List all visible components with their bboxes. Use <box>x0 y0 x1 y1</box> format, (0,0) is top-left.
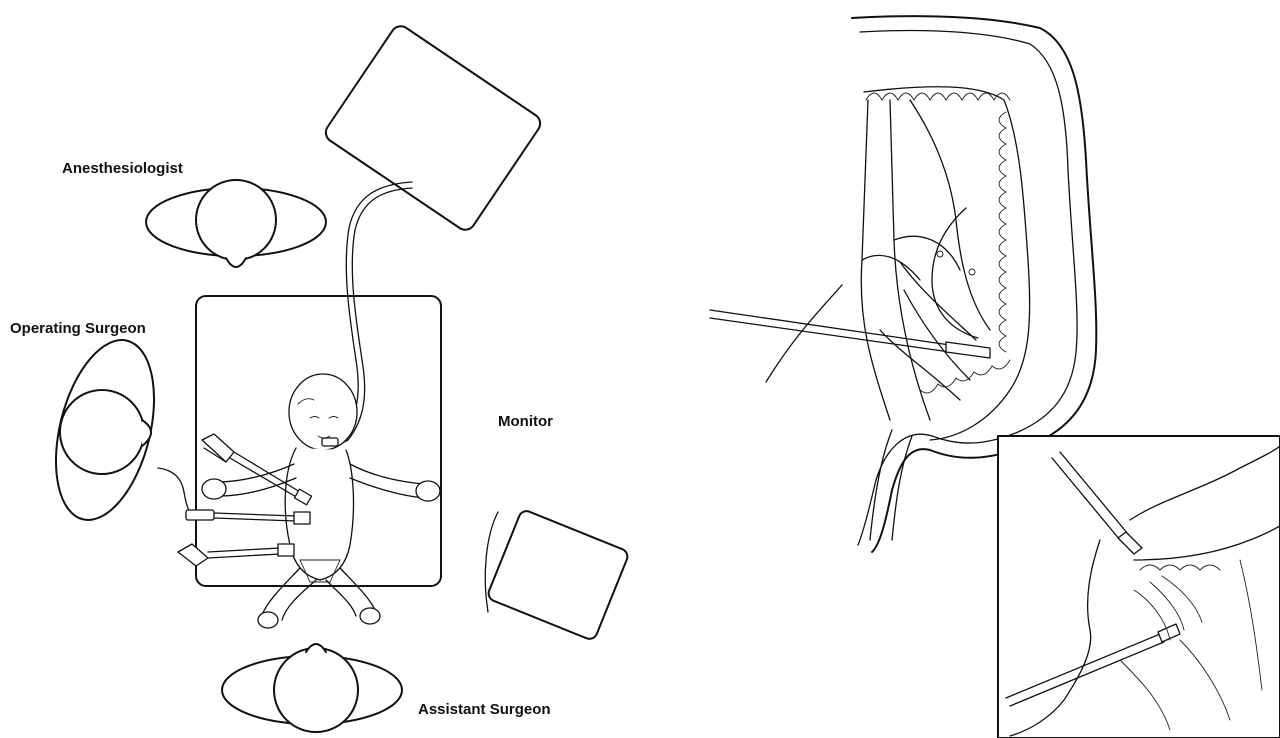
monitor-label: Monitor <box>498 413 553 430</box>
assistant-surgeon-figure <box>222 644 402 732</box>
infant-patient <box>202 374 440 628</box>
anesthesiologist-figure <box>146 180 326 267</box>
operating-surgeon-figure <box>39 330 171 530</box>
bowel-illustration <box>710 16 1280 738</box>
side-monitor <box>485 509 630 641</box>
assistant-surgeon-label: Assistant Surgeon <box>418 701 551 718</box>
or-setup-diagram: Anesthesiologist Operating Surgeon Monit… <box>10 22 630 732</box>
anesthesiologist-label: Anesthesiologist <box>62 160 183 177</box>
top-monitor <box>322 22 544 233</box>
inset-detail <box>998 436 1280 738</box>
operating-surgeon-label: Operating Surgeon <box>10 320 146 337</box>
